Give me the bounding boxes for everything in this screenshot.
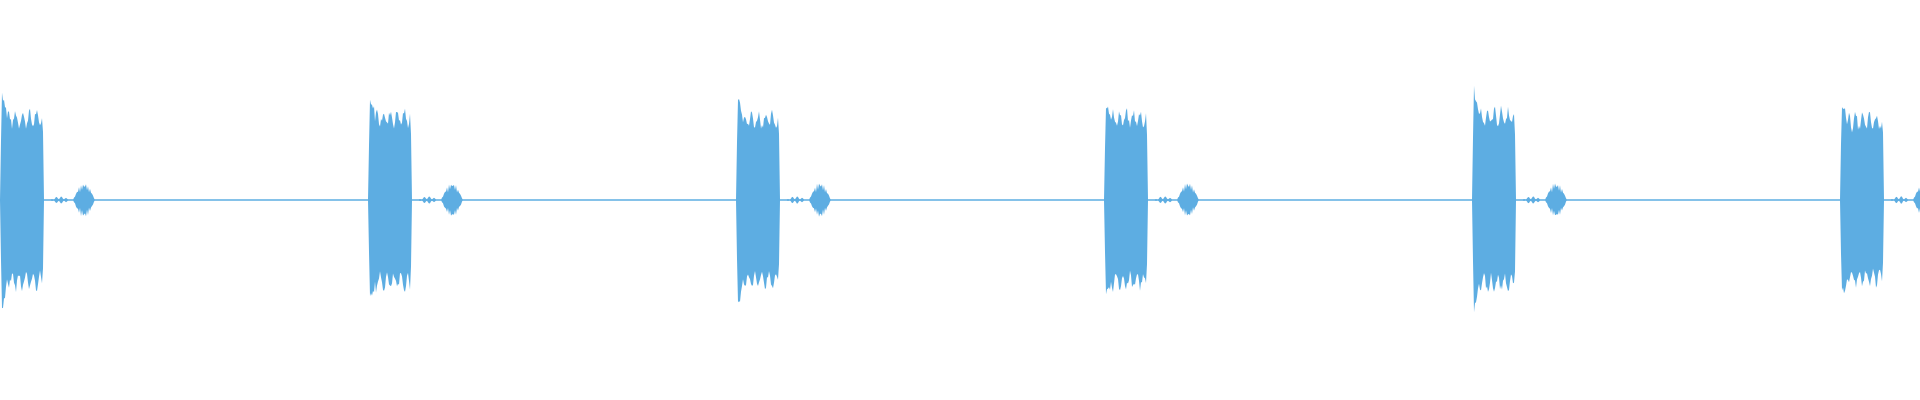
waveform-blip [1890, 196, 1910, 204]
waveform-burst [0, 92, 44, 309]
waveform-tail [809, 183, 831, 217]
waveform-blip [1522, 196, 1542, 204]
waveform-blip [418, 196, 438, 204]
waveform-blip [786, 196, 806, 204]
waveform-burst [1472, 85, 1516, 313]
waveform-blip [1154, 196, 1174, 204]
waveform-burst [1840, 107, 1884, 294]
waveform-tail [1913, 187, 1920, 213]
waveform-blip [50, 196, 70, 204]
waveform-burst [736, 99, 780, 303]
waveform-bursts [0, 85, 1920, 313]
waveform-burst [1104, 106, 1148, 295]
waveform-tail [441, 184, 463, 216]
waveform-tail [1177, 183, 1199, 216]
waveform-tail [1545, 183, 1567, 216]
waveform-tail [73, 184, 95, 217]
waveform-burst [368, 99, 412, 297]
